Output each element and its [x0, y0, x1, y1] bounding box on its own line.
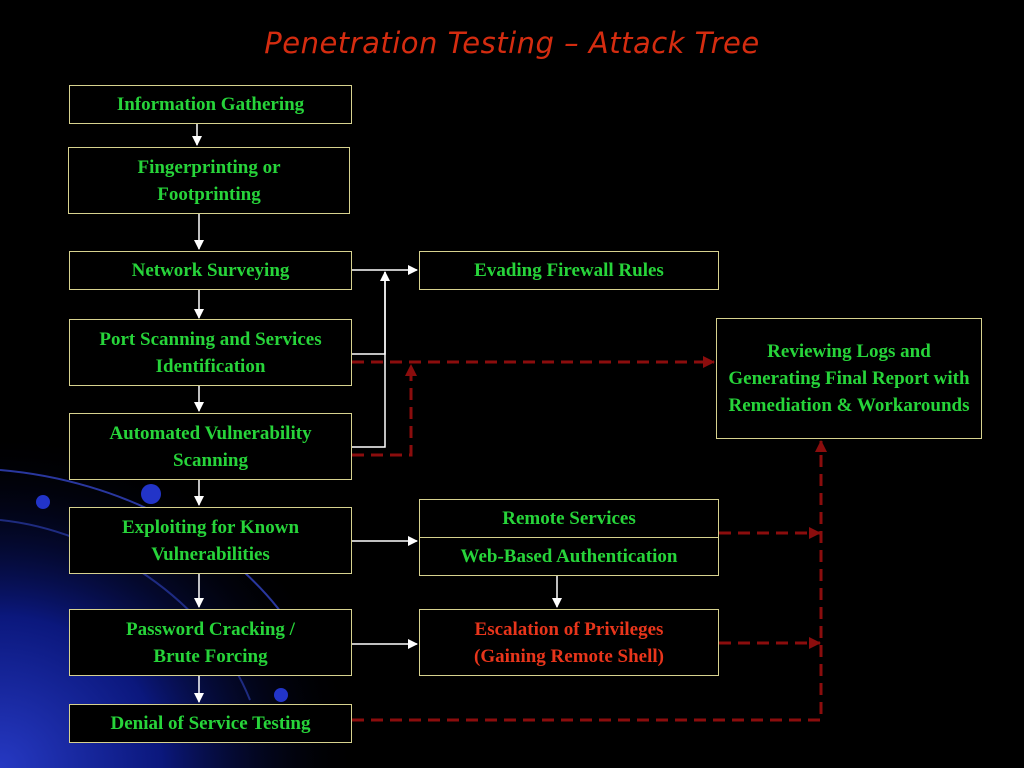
node-label: Evading Firewall Rules [474, 260, 664, 281]
node-label: Port Scanning and Services Identificatio… [99, 328, 322, 377]
connector-port-to-firewall [352, 272, 386, 355]
node-evading-firewall-rules: Evading Firewall Rules [419, 251, 719, 290]
node-network-surveying: Network Surveying [69, 251, 352, 290]
node-denial-of-service-testing: Denial of Service Testing [69, 704, 352, 743]
dashed-arrow-dos-to-report [352, 440, 827, 722]
node-web-based-authentication: Web-Based Authentication [420, 538, 718, 576]
node-label: Password Cracking / Brute Forcing [126, 618, 295, 667]
node-label: Escalation of Privileges (Gaining Remote… [474, 618, 664, 667]
node-fingerprinting: Fingerprinting or Footprinting [68, 147, 350, 214]
node-remote-services-group: Remote Services Web-Based Authentication [419, 499, 719, 576]
node-password-cracking: Password Cracking / Brute Forcing [69, 609, 352, 676]
node-label: Exploiting for Known Vulnerabilities [121, 516, 300, 565]
node-label: Remote Services [502, 507, 636, 529]
node-label: Information Gathering [116, 94, 305, 115]
node-label: Reviewing Logs and Generating Final Repo… [728, 341, 970, 416]
node-label: Web-Based Authentication [460, 545, 678, 567]
node-label: Network Surveying [131, 260, 290, 281]
node-exploiting-known-vulnerabilities: Exploiting for Known Vulnerabilities [69, 507, 352, 574]
page-title: Penetration Testing – Attack Tree [264, 26, 760, 60]
node-reviewing-logs-final-report: Reviewing Logs and Generating Final Repo… [716, 318, 982, 439]
node-label: Fingerprinting or Footprinting [137, 156, 281, 205]
node-label: Denial of Service Testing [110, 713, 311, 734]
arrow-auto-to-firewall [352, 271, 390, 448]
dashed-arrow-auto-up [352, 364, 417, 457]
node-label: Automated Vulnerability Scanning [109, 422, 312, 471]
node-automated-vulnerability-scanning: Automated Vulnerability Scanning [69, 413, 352, 480]
node-escalation-of-privileges: Escalation of Privileges (Gaining Remote… [419, 609, 719, 676]
node-port-scanning: Port Scanning and Services Identificatio… [69, 319, 352, 386]
node-information-gathering: Information Gathering [69, 85, 352, 124]
node-remote-services: Remote Services [420, 500, 718, 538]
